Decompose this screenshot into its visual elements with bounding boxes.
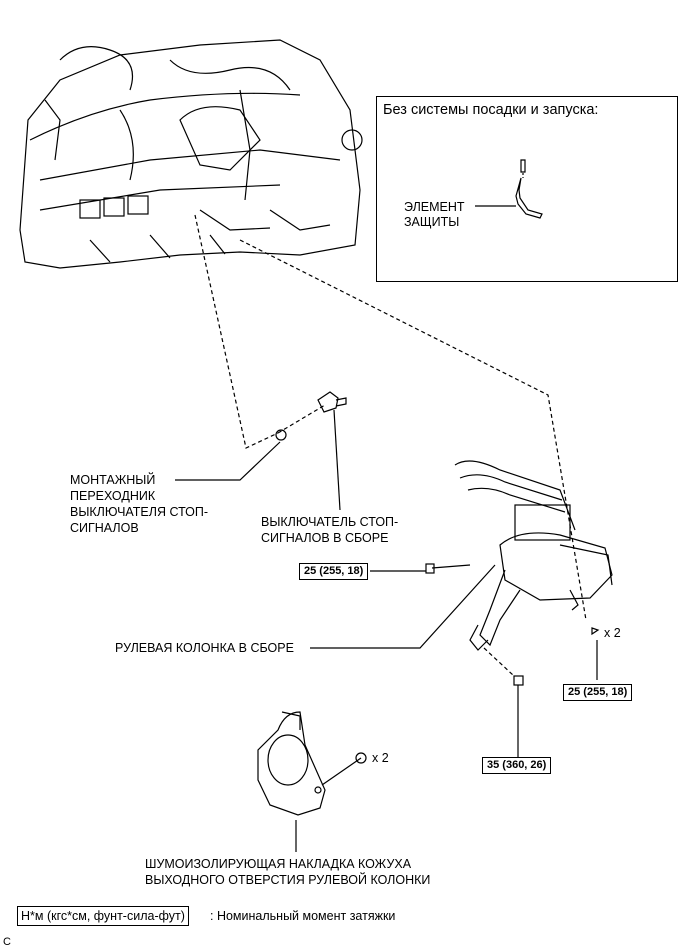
torque-box-lower-bolt: 35 (360, 26) <box>482 757 552 774</box>
stop-switch-illustration <box>317 391 347 413</box>
torque-box-column-left: 25 (255, 18) <box>299 563 369 580</box>
legend-description: : Номинальный момент затяжки <box>210 909 396 923</box>
cover-label-line2: ВЫХОДНОГО ОТВЕРСТИЯ РУЛЕВОЙ КОЛОНКИ <box>145 873 431 887</box>
cover-label-line1: ШУМОИЗОЛИРУЮЩАЯ НАКЛАДКА КОЖУХА <box>145 857 412 871</box>
leader-lines <box>175 205 598 852</box>
adapter-illustration <box>275 429 287 441</box>
adapter-label-line2: ПЕРЕХОДНИК <box>70 489 156 503</box>
stop-switch-label-line2: СИГНАЛОВ В СБОРЕ <box>261 531 389 545</box>
inset-title: Без системы посадки и запуска: <box>383 102 599 118</box>
legend-unit-box: Н*м (кгс*см, фунт-сила-фут) <box>17 906 189 926</box>
column-cover-illustration <box>257 711 326 816</box>
corner-mark: C <box>3 936 11 948</box>
adapter-label-line3: ВЫКЛЮЧАТЕЛЯ СТОП- <box>70 505 209 519</box>
cover-nut-illustration <box>355 752 367 764</box>
protector-label-line1: ЭЛЕМЕНТ <box>404 200 465 214</box>
protector-label-line2: ЗАЩИТЫ <box>404 215 460 229</box>
steering-column-illustration <box>454 460 613 651</box>
dashed-guide-lines <box>194 214 587 621</box>
lower-bolt-illustration <box>513 675 524 690</box>
nut-quantity: x 2 <box>372 751 389 765</box>
steering-column-label: РУЛЕВАЯ КОЛОНКА В СБОРЕ <box>115 641 294 655</box>
adapter-label-line4: СИГНАЛОВ <box>70 521 139 535</box>
column-bolt-right-illustration <box>591 627 600 636</box>
bolt-quantity: x 2 <box>604 626 621 640</box>
stop-switch-label-line1: ВЫКЛЮЧАТЕЛЬ СТОП- <box>261 515 399 529</box>
inset-box <box>376 96 678 282</box>
column-bolt-left-illustration <box>425 563 471 574</box>
inset-illustration <box>515 159 543 219</box>
adapter-label-line1: МОНТАЖНЫЙ <box>70 473 156 487</box>
torque-box-column-right: 25 (255, 18) <box>563 684 633 701</box>
dashboard-illustration <box>19 39 363 269</box>
